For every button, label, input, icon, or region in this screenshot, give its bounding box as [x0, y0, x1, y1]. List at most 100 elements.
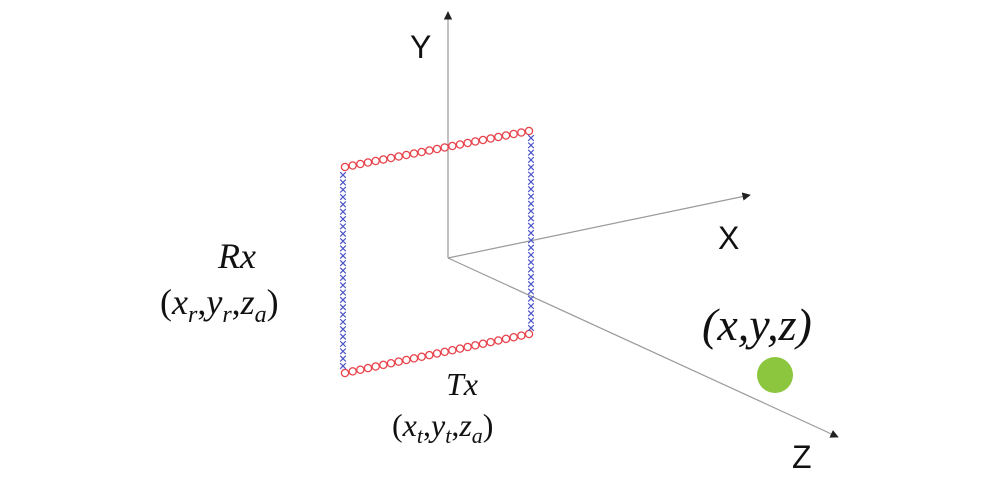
rx-element-marker [527, 215, 535, 222]
rx-element-marker [527, 142, 535, 149]
rx-array-left [339, 171, 347, 370]
tx-coord-open: ( [392, 407, 403, 443]
rx-element-marker [339, 179, 347, 186]
tx-element-marker [463, 138, 472, 148]
rx-element-marker [339, 223, 347, 230]
tx-coord-x-sub: t [417, 423, 424, 448]
rx-element-marker [339, 186, 347, 193]
tx-element-marker [478, 339, 488, 348]
tx-element-marker [356, 365, 365, 374]
rx-element-marker [527, 185, 535, 193]
tx-element-marker [471, 341, 480, 350]
tx-element-marker [478, 135, 488, 145]
rx-label: Rx [217, 236, 256, 276]
rx-element-marker [339, 237, 347, 245]
rx-element-marker [527, 244, 535, 251]
tx-element-marker [379, 360, 388, 370]
tx-coord-z-sub: a [472, 423, 483, 448]
rx-element-marker [339, 245, 347, 252]
rx-element-marker [527, 171, 535, 178]
tx-element-marker [440, 143, 449, 152]
rx-element-marker [527, 156, 535, 164]
rx-element-marker [339, 340, 347, 348]
rx-element-marker [527, 280, 535, 288]
tx-element-marker [524, 126, 534, 136]
rx-element-marker [527, 178, 535, 186]
tx-element-marker [402, 355, 411, 365]
rx-element-marker [339, 171, 347, 179]
rx-element-marker [339, 274, 347, 282]
tx-element-marker [417, 147, 426, 157]
rx-coord-y: y [203, 282, 222, 322]
tx-element-marker [509, 129, 518, 139]
rx-coord-x: x [171, 282, 188, 322]
tx-element-marker [363, 363, 373, 373]
rx-element-marker [339, 252, 347, 260]
tx-element-marker [363, 158, 373, 167]
tx-element-marker [356, 159, 365, 169]
tx-element-marker [440, 347, 449, 357]
rx-element-marker [527, 207, 535, 215]
tx-coordinate: (xt,yt,za) [392, 407, 493, 448]
rx-element-marker [527, 237, 535, 244]
rx-coordinate: (xr,yr,za) [160, 282, 279, 328]
tx-element-marker [494, 132, 503, 142]
tx-element-marker [371, 362, 380, 371]
y-axis-label: Y [410, 29, 431, 65]
tx-element-marker [494, 336, 503, 345]
rx-element-marker [527, 200, 535, 207]
rx-coord-open: ( [160, 282, 172, 322]
rx-coord-x-sub: r [188, 302, 198, 328]
tx-element-marker [340, 162, 350, 172]
tx-element-marker [402, 150, 411, 160]
tx-element-marker [463, 342, 472, 352]
tx-label: Tx [446, 366, 478, 402]
tx-array-top [340, 126, 534, 172]
rx-element-marker [527, 134, 535, 142]
rx-element-marker [339, 289, 347, 296]
target-point [757, 357, 793, 393]
rx-array-right [527, 134, 535, 332]
tx-element-marker [409, 354, 419, 363]
rx-element-marker [339, 201, 347, 208]
tx-element-marker [348, 367, 357, 376]
rx-coord-close: ) [267, 282, 279, 322]
tx-coord-close: ) [483, 407, 494, 443]
rx-element-marker [339, 362, 347, 370]
rx-element-marker [527, 222, 535, 229]
rx-element-marker [339, 304, 347, 311]
x-axis-label: X [718, 220, 739, 256]
tx-element-marker [471, 137, 480, 146]
tx-element-marker [432, 144, 442, 154]
rx-element-marker [527, 251, 535, 259]
rx-element-marker [339, 326, 347, 333]
tx-element-marker [455, 344, 465, 353]
rx-element-marker [339, 259, 347, 267]
rx-element-marker [339, 215, 347, 223]
tx-element-marker [486, 337, 495, 347]
tx-element-marker [348, 161, 357, 170]
tx-element-marker [517, 128, 526, 137]
rx-element-marker [527, 324, 535, 332]
rx-element-marker [339, 333, 347, 340]
tx-coord-y: y [428, 407, 446, 443]
tx-array-bottom [340, 329, 534, 378]
rx-element-marker [339, 296, 347, 304]
rx-element-marker [339, 355, 347, 362]
rx-element-marker [339, 348, 347, 355]
rx-element-marker [527, 164, 535, 171]
tx-element-marker [455, 140, 465, 149]
tx-element-marker [509, 332, 518, 342]
rx-element-marker [527, 288, 535, 295]
tx-element-marker [524, 329, 534, 339]
tx-coord-z: z [458, 407, 472, 443]
tx-element-marker [379, 155, 388, 164]
tx-element-marker [501, 131, 511, 140]
tx-coord-y-sub: t [445, 423, 452, 448]
rx-element-marker [339, 208, 347, 215]
rx-coord-y-sub: r [222, 302, 232, 328]
z-axis-label: Z [792, 439, 812, 475]
tx-element-marker [432, 349, 442, 358]
